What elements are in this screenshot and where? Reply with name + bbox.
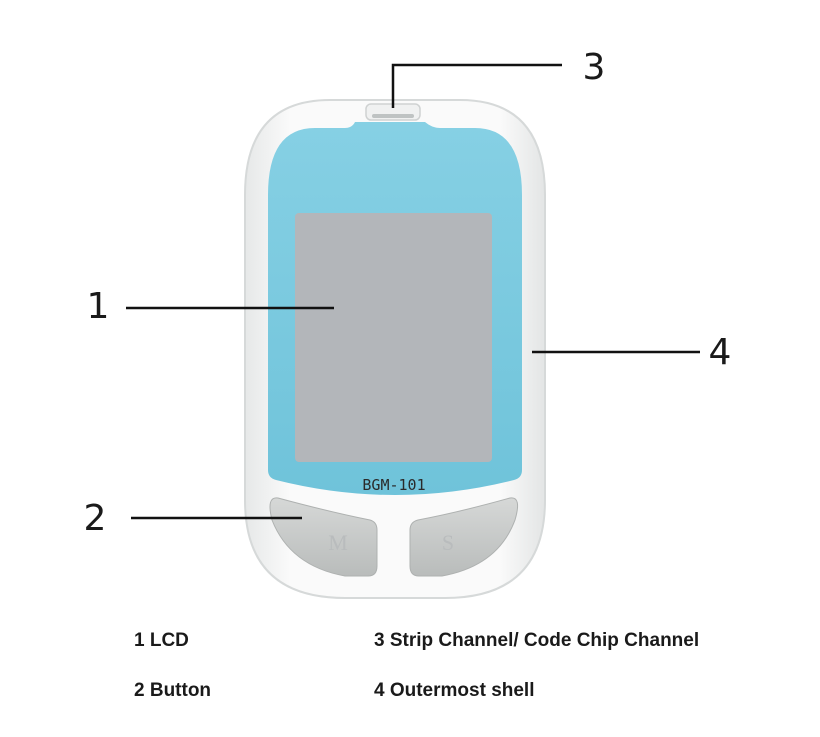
callout-3: 3 [583, 47, 606, 88]
legend-item-lcd: 1 LCD [134, 630, 189, 651]
button-s-label: S [442, 530, 454, 555]
leader-line-3 [391, 63, 562, 108]
callout-lines [126, 63, 700, 520]
lcd-screen [295, 213, 492, 462]
callout-4: 4 [709, 332, 732, 373]
callout-1: 1 [87, 286, 110, 327]
button-m-label: M [328, 530, 348, 555]
callout-2: 2 [84, 498, 107, 539]
model-label: BGM-101 [362, 476, 425, 494]
legend-item-outermost-shell: 4 Outermost shell [374, 680, 535, 701]
legend-item-button: 2 Button [134, 680, 212, 701]
button-s[interactable]: S [409, 497, 519, 577]
legend-item-strip-channel: 3 Strip Channel/ Code Chip Channel [374, 630, 700, 651]
